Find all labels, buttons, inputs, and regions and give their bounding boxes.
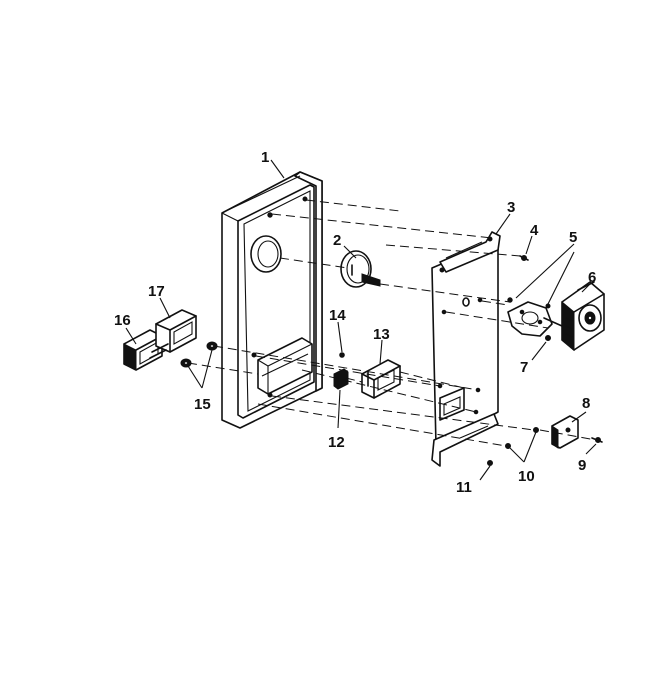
callout-9: 9 — [578, 457, 586, 474]
callout-6: 6 — [588, 269, 596, 286]
callout-12: 12 — [328, 434, 345, 451]
assembly-lines — [187, 199, 597, 447]
callout-2: 2 — [333, 232, 341, 249]
callout-7: 7 — [520, 359, 528, 376]
callout-10: 10 — [518, 468, 535, 485]
callout-15: 15 — [194, 396, 211, 413]
callout-11: 11 — [456, 479, 472, 496]
part-6-timer-motor — [561, 281, 605, 352]
callout-labels: 1 2 3 4 5 6 7 8 9 10 11 12 13 14 15 16 1… — [114, 149, 596, 496]
callout-4: 4 — [530, 222, 539, 239]
callout-14: 14 — [329, 307, 346, 324]
callout-16: 16 — [114, 312, 131, 329]
part-5-cam-bracket — [507, 297, 563, 341]
callout-5: 5 — [569, 229, 577, 246]
part-1-housing-frame — [221, 171, 323, 429]
part-13-switch-block — [361, 359, 401, 399]
callout-3: 3 — [507, 199, 515, 216]
part-4-screw — [519, 255, 529, 261]
part-9-screw — [591, 437, 603, 443]
part-15-springs — [180, 341, 218, 368]
callout-1: 1 — [261, 149, 269, 166]
part-12-connector — [333, 368, 349, 390]
leader-lines — [125, 159, 597, 481]
part-14-screw — [339, 352, 345, 358]
part-11-screw — [487, 460, 493, 466]
callout-17: 17 — [148, 283, 165, 300]
part-3-mounting-plate — [431, 231, 501, 467]
part-8-clip-bracket — [551, 415, 579, 449]
part-7-screw — [545, 335, 551, 341]
part-17-button-housing — [149, 309, 197, 359]
part-2-knob — [340, 250, 381, 288]
callout-13: 13 — [373, 326, 390, 343]
callout-8: 8 — [582, 395, 590, 412]
